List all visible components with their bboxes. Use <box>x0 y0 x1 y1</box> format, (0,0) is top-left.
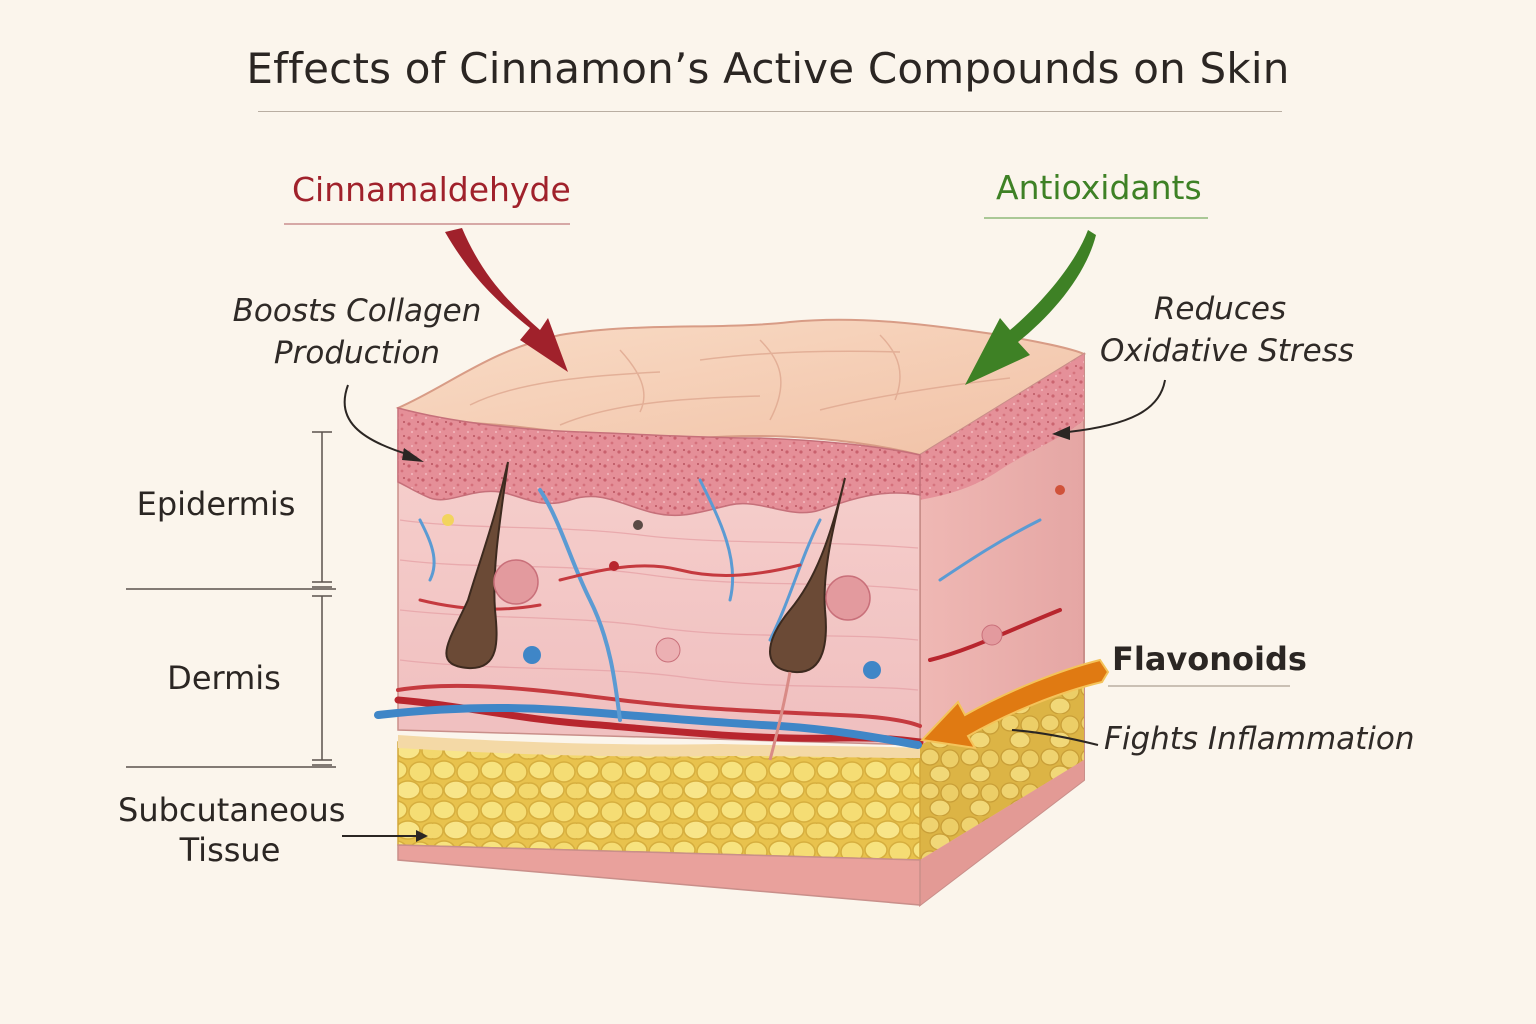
page-title: Effects of Cinnamon’s Active Compounds o… <box>246 44 1290 93</box>
subcutaneous-line1: Subcutaneous <box>118 791 346 829</box>
oxidative-callout-leader <box>1067 379 1166 433</box>
vein <box>768 518 822 642</box>
oxidative-effect-line1: Reduces <box>1153 291 1287 327</box>
blue-cell <box>523 646 541 664</box>
dermis-label: Dermis <box>167 659 281 697</box>
blue-cell <box>863 661 881 679</box>
sebaceous-gland <box>493 559 539 605</box>
dermis-fat-boundary <box>398 735 920 758</box>
subcutaneous-callout-arrowhead <box>416 830 428 842</box>
side-hypodermis <box>920 760 1084 905</box>
vein <box>538 488 622 722</box>
cell <box>981 624 1003 646</box>
cinnamaldehyde-arrow <box>445 228 568 372</box>
sebaceous-gland <box>825 575 871 621</box>
collagen-callout-arrowhead <box>402 448 424 462</box>
vein <box>698 478 735 602</box>
layer-bracket <box>126 431 336 768</box>
antioxidants-arrow <box>965 230 1096 385</box>
red-cell <box>1055 485 1065 495</box>
cinnamaldehyde-label: Cinnamaldehyde <box>292 170 571 209</box>
oxidative-effect-label: Reduces Oxidative Stress <box>1100 288 1355 372</box>
subcutaneous-line2: Tissue <box>179 831 281 869</box>
yellow-cell <box>442 514 454 526</box>
vein <box>938 518 1042 582</box>
side-epidermis <box>920 354 1084 500</box>
artery <box>558 563 802 582</box>
cell <box>655 637 681 663</box>
red-cell <box>609 561 619 571</box>
title-underline <box>258 111 1282 112</box>
vein <box>374 703 922 749</box>
artery <box>396 683 922 728</box>
inflammation-effect-label: Fights Inflammation <box>1104 721 1415 757</box>
collagen-callout-leader <box>343 384 411 456</box>
side-fat <box>920 668 1084 860</box>
flavonoids-arrow <box>919 658 1110 750</box>
hair-follicle <box>769 477 846 674</box>
hair-follicle <box>445 461 509 670</box>
antioxidants-label: Antioxidants <box>996 168 1202 207</box>
collagen-effect-label: Boosts Collagen Production <box>232 290 482 374</box>
collagen-effect-line2: Production <box>273 335 441 371</box>
subcutaneous-tissue-label: Subcutaneous Tissue <box>118 790 346 870</box>
follicle-root <box>768 671 792 761</box>
inflammation-callout-leader <box>1011 729 1099 746</box>
collagen-effect-line1: Boosts Collagen <box>232 293 482 329</box>
oxidative-callout-arrowhead <box>1052 426 1070 440</box>
fat-layer-front <box>397 741 921 861</box>
hypodermis-front <box>397 844 921 906</box>
oxidative-effect-line2: Oxidative Stress <box>1100 333 1355 369</box>
vein <box>418 518 436 582</box>
flavonoids-label: Flavonoids <box>1112 640 1307 678</box>
epidermis-label: Epidermis <box>136 485 296 523</box>
dark-cell <box>633 520 643 530</box>
